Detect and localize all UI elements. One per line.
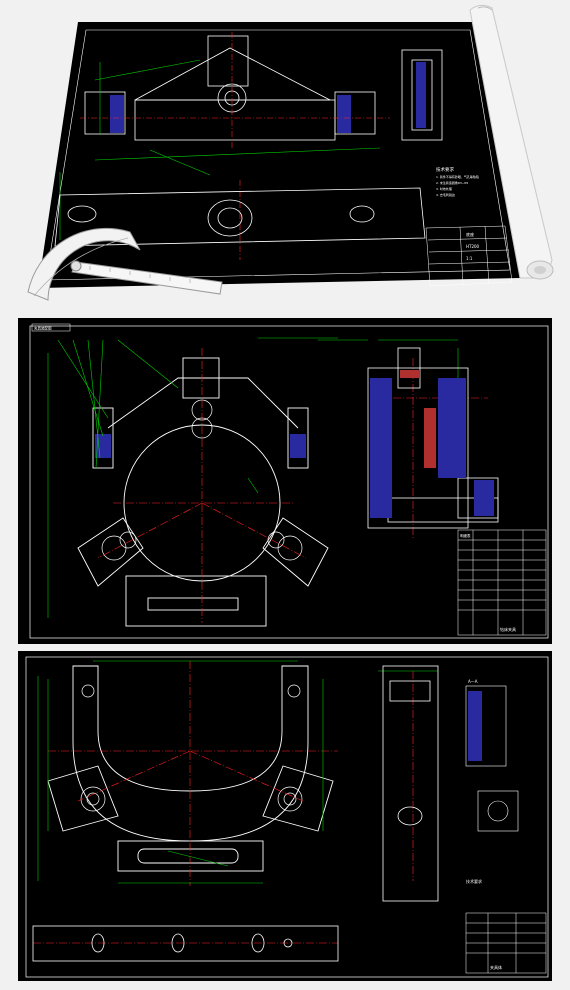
header-tag-mid: 夹具装配图 — [34, 326, 52, 331]
front-view-top — [84, 35, 376, 141]
title-block-scale-top: 1:1 — [466, 256, 473, 261]
plan-view-bot — [32, 925, 339, 962]
perspective-drawing-sheet: 技术要求 1. 铸件不得有砂眼、气孔等缺陷 2. 未注铸造圆角R3~R5 3. … — [0, 0, 570, 305]
title-block-bot — [465, 912, 547, 974]
parts-table-caption: 明细表 — [460, 533, 471, 538]
note-line-1: 1. 铸件不得有砂眼、气孔等缺陷 — [436, 174, 479, 179]
centerlines-bot — [33, 661, 414, 944]
fixture-body-part — [47, 665, 334, 872]
note-line-4: 4. 去毛刺锐边 — [436, 192, 455, 197]
assembly-drawing-sheet: 夹具装配图 — [18, 318, 552, 644]
protractor-icon — [27, 227, 223, 301]
notes-block-top: 技术要求 1. 铸件不得有砂眼、气孔等缺陷 2. 未注铸造圆角R3~R5 3. … — [436, 166, 479, 197]
side-view-bot — [382, 665, 439, 902]
sheet-background — [38, 22, 520, 288]
section-hatch-mid — [370, 378, 494, 518]
section-hatch-red-mid — [400, 370, 436, 468]
title-block-bot-name: 夹具体 — [490, 964, 502, 970]
frame-bot — [25, 656, 549, 978]
hatch-areas-top — [110, 95, 351, 133]
title-block-mid: 钻床夹具 — [500, 626, 516, 632]
centerlines-top — [80, 32, 390, 260]
fixture-body-main — [77, 357, 329, 627]
hatch-mid — [95, 434, 306, 458]
title-block-material-top: HT200 — [466, 244, 480, 249]
title-block-name-top: 底座 — [466, 231, 474, 237]
centerlines-mid — [97, 348, 488, 623]
note-line-2: 2. 未注铸造圆角R3~R5 — [436, 180, 468, 185]
part-drawing-sheet: A—A 技术要求 夹具体 — [18, 651, 552, 981]
holes-bot — [80, 684, 303, 812]
notes-title-bot: 技术要求 — [466, 878, 482, 884]
frame-mid — [29, 325, 549, 639]
plan-view-top — [54, 187, 426, 247]
parts-table-mid — [457, 529, 547, 636]
section-detail-bot — [465, 685, 507, 767]
dimension-lines-bot — [37, 660, 438, 884]
dimension-lines-top — [59, 59, 381, 240]
side-view-top — [401, 49, 443, 141]
notes-title-top: 技术要求 — [436, 166, 454, 173]
note-line-3: 3. 时效处理 — [436, 186, 452, 191]
side-hatch-top — [416, 62, 426, 128]
sheet-frame — [45, 29, 511, 281]
rolled-paper-icon — [469, 4, 554, 280]
section-detail-hatch-bot — [468, 691, 482, 761]
section-label-bot: A—A — [468, 679, 478, 684]
square-detail-bot — [477, 790, 519, 832]
title-block-top — [425, 225, 513, 287]
